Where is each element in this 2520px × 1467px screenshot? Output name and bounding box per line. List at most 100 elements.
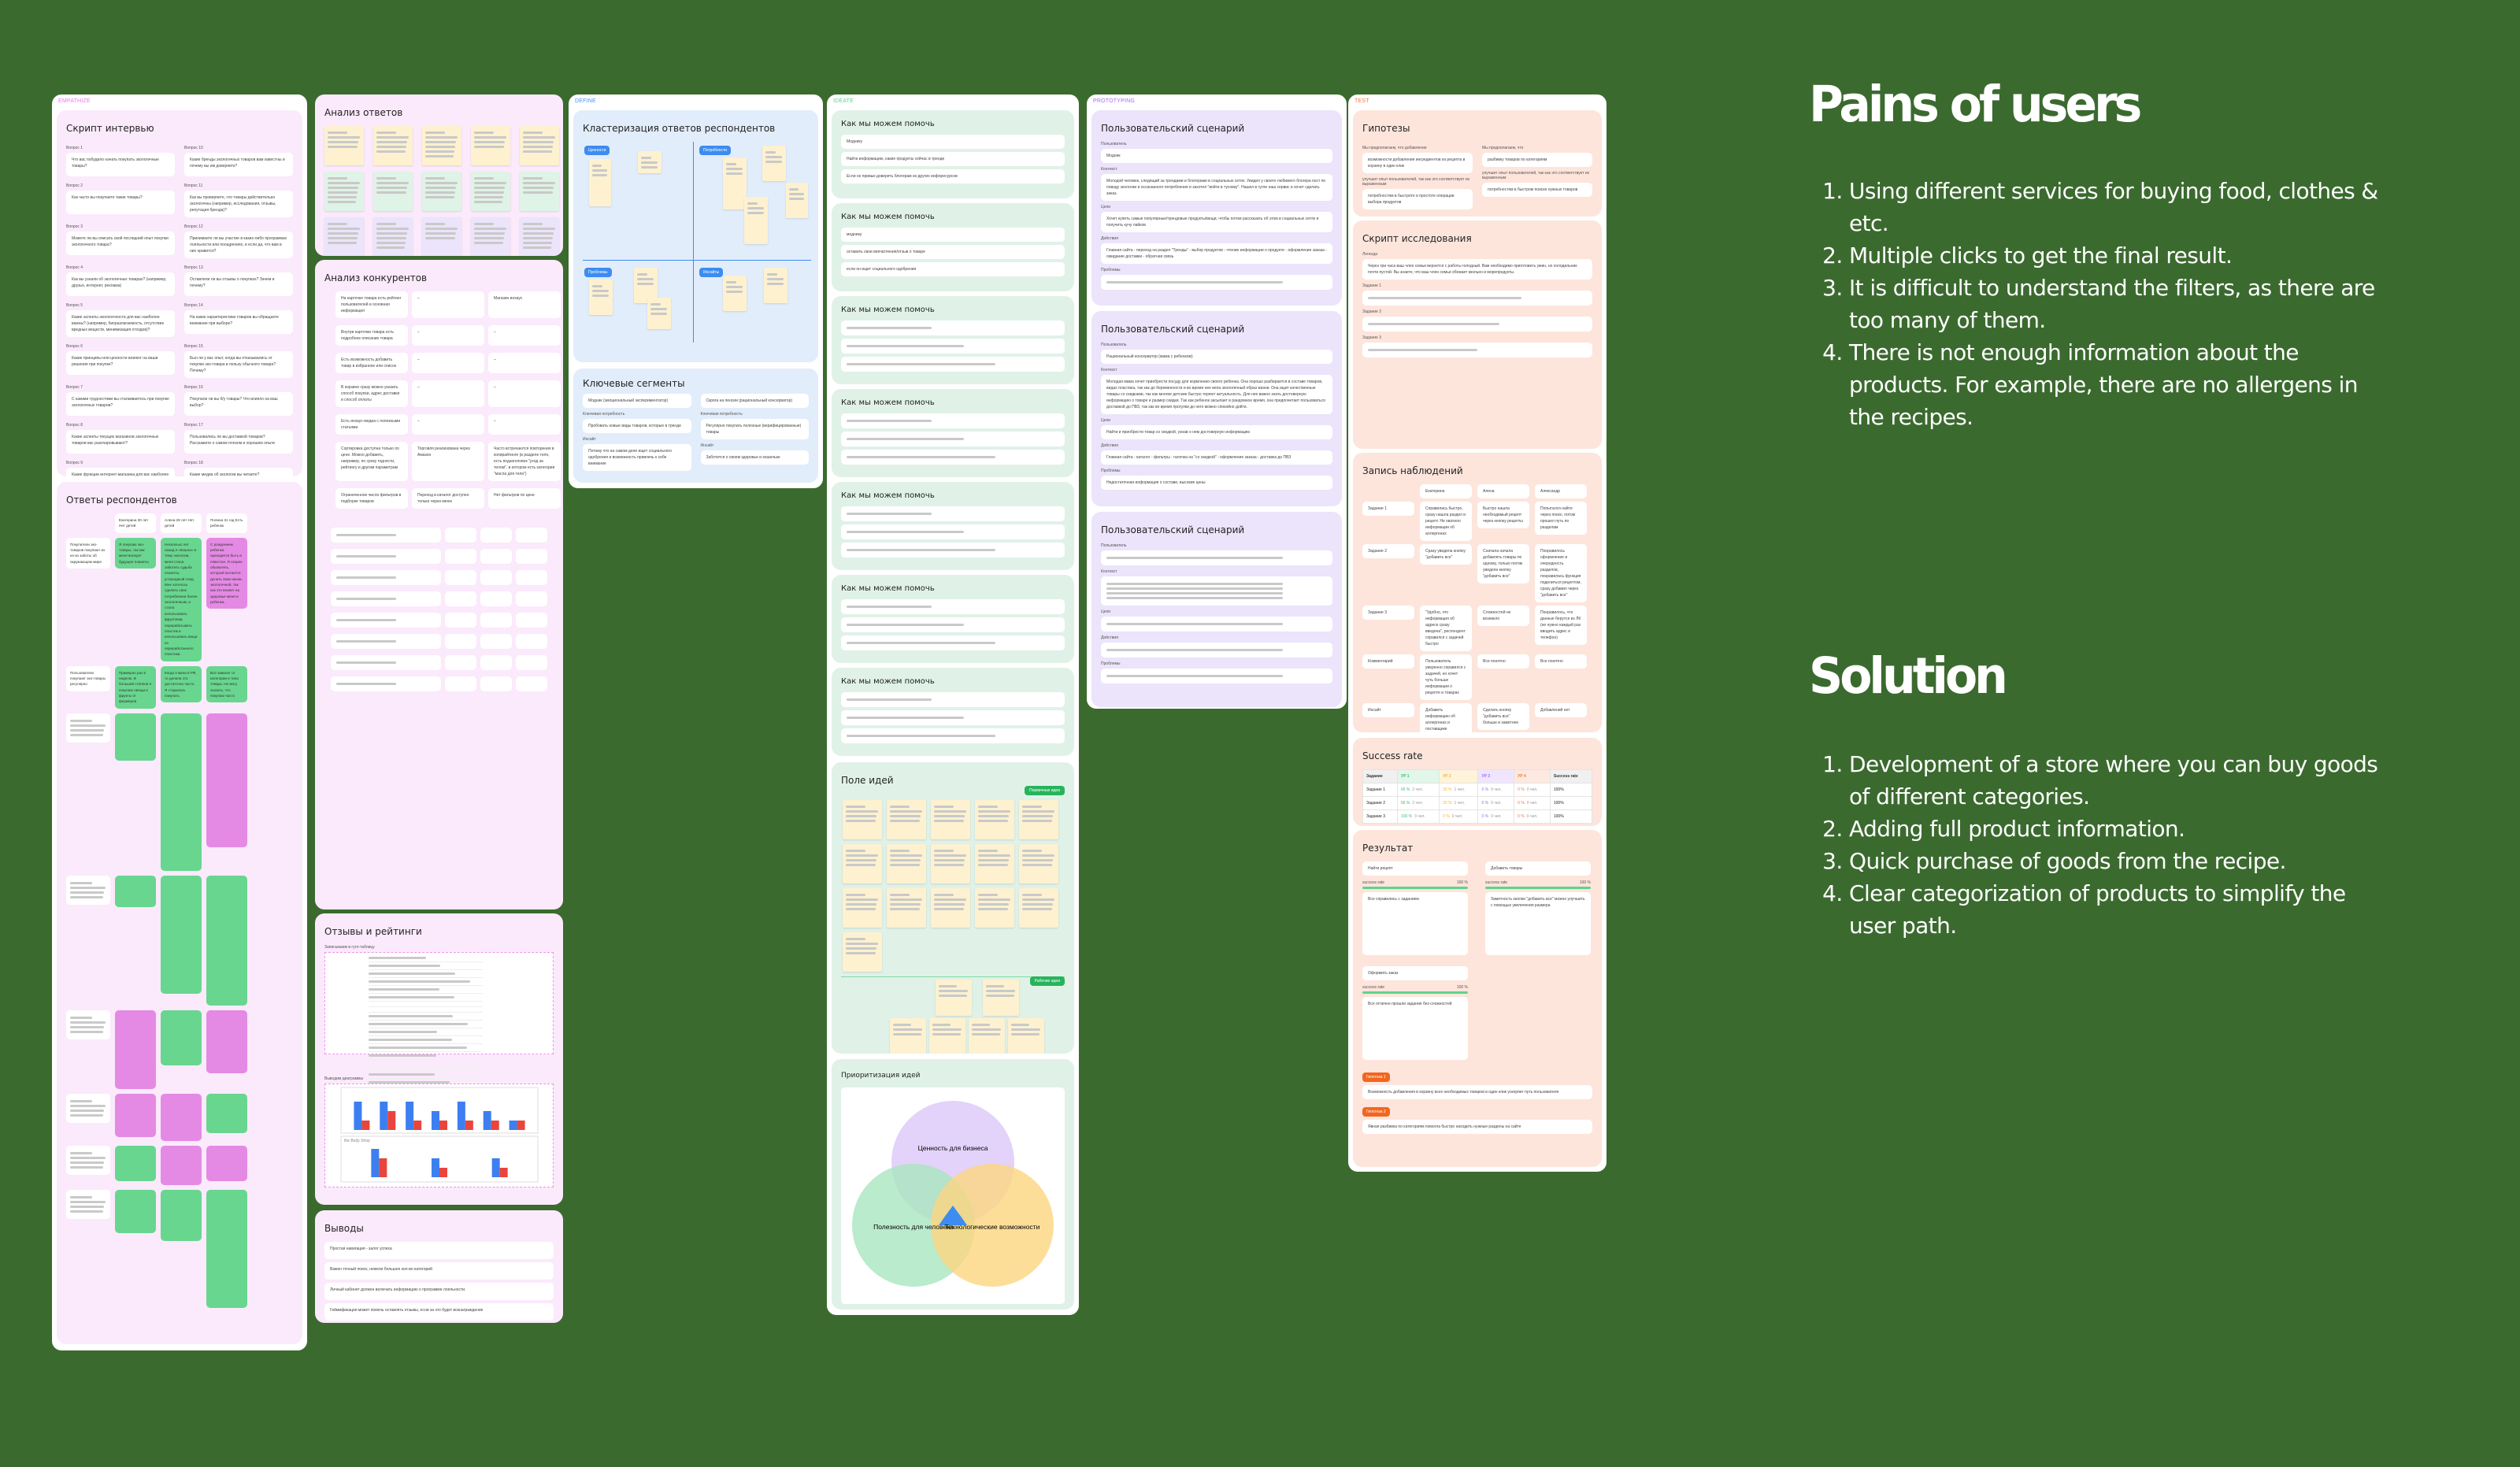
chart-bar xyxy=(483,1111,491,1130)
placeholder-line xyxy=(934,850,954,852)
cluster-tag: Потребности xyxy=(699,146,732,155)
how-might-we-item xyxy=(841,599,1065,614)
hypothesis-badge: Гипотеза 2 xyxy=(1362,1107,1390,1117)
idea-sticky xyxy=(843,844,882,884)
task-text xyxy=(1362,291,1592,306)
placeholder-line xyxy=(726,168,743,170)
answer-sticky xyxy=(471,217,510,256)
competitors-card: Анализ конкурентов На карточке товара ес… xyxy=(315,260,563,909)
placeholder-line xyxy=(523,136,555,139)
segments-card: Ключевые сегменты Модник (эмоциональный … xyxy=(573,369,818,483)
clustering-title: Кластеризация ответов респондентов xyxy=(583,123,776,134)
placeholder-line xyxy=(890,815,921,817)
result-note: Заметность кнопки "добавить все" можно у… xyxy=(1485,892,1591,955)
placeholder-line xyxy=(890,854,922,857)
placeholder-line xyxy=(474,141,506,143)
placeholder-line xyxy=(523,187,554,189)
success-rate-cell: 100% xyxy=(1549,796,1593,810)
sheet-row xyxy=(369,1002,483,1007)
question-label: Вопрос 16 xyxy=(184,385,203,390)
answer-cell xyxy=(115,1189,156,1233)
placeholder-line xyxy=(474,146,505,148)
answer-cell xyxy=(161,1189,202,1241)
idea-sticky xyxy=(843,800,882,839)
reviews-sheet xyxy=(324,952,554,1087)
task-text xyxy=(1362,343,1592,357)
scenario-field-value xyxy=(1101,669,1332,683)
question-label: Вопрос 9 xyxy=(66,461,83,465)
question-label: Вопрос 5 xyxy=(66,303,83,308)
placeholder-line xyxy=(376,182,409,184)
level-count: 0 чел. xyxy=(1526,787,1538,792)
how-might-we-item xyxy=(841,524,1065,539)
question-text: Как часто вы покупаете такие товары? xyxy=(66,191,175,214)
placeholder-line xyxy=(1022,850,1043,852)
placeholder-line xyxy=(70,1156,106,1159)
segments-list: Модник (эмоциональный экспериментатор)Кл… xyxy=(583,394,809,474)
placeholder-line xyxy=(972,1028,1001,1031)
placeholder-line xyxy=(934,908,965,910)
placeholder-line xyxy=(846,898,878,901)
competitor-cell: Нет фильтров по цене xyxy=(488,488,561,509)
placeholder-line xyxy=(1011,1024,1029,1026)
check-icon xyxy=(445,528,476,543)
sheet-row xyxy=(369,1015,483,1021)
competitor-cell: – xyxy=(412,414,484,435)
placeholder-line xyxy=(369,1023,469,1025)
hypothesis-cell xyxy=(66,875,110,905)
placeholder-line xyxy=(369,957,426,959)
feature-row xyxy=(331,676,554,695)
question-text: Принимаете ли вы участие в каких-либо пр… xyxy=(184,232,293,258)
placeholder-line xyxy=(846,850,866,852)
placeholder-line xyxy=(369,1039,452,1041)
placeholder-line xyxy=(986,990,1015,992)
reviews-charts: the Body Shop xyxy=(324,1084,554,1187)
idea-sticky xyxy=(931,844,970,884)
placeholder-line xyxy=(846,864,876,866)
idea-sticky xyxy=(843,888,882,928)
segment: Модник (эмоциональный экспериментатор)Кл… xyxy=(583,394,691,474)
observation-cell: Попытался найти через поиск, потом проше… xyxy=(1535,502,1587,535)
scenario-field-value xyxy=(1101,550,1332,565)
idea-sticky xyxy=(1019,888,1058,928)
question-label: Вопрос 6 xyxy=(66,344,83,349)
question-text: Пользовались ли вы доставкой товаров? Ра… xyxy=(184,430,293,454)
competitor-cell: – xyxy=(488,380,561,407)
question-label: Вопрос 7 xyxy=(66,385,83,390)
placeholder-line xyxy=(890,908,921,910)
chart-bar xyxy=(387,1111,396,1130)
placeholder-line xyxy=(765,161,782,163)
placeholder-line xyxy=(934,806,954,808)
answer-cell xyxy=(206,875,247,1006)
scenario-field-label: Цели xyxy=(1101,609,1111,614)
observation-cell: Понравилось, что данные берутся из ЛК (н… xyxy=(1535,606,1587,645)
placeholder-line xyxy=(847,363,995,365)
venn-label: Ценность для бизнеса xyxy=(918,1144,988,1152)
level-count: 0 чел. xyxy=(1526,801,1538,806)
placeholder-line xyxy=(328,132,348,134)
scenario-field-label: Действия xyxy=(1101,635,1118,640)
chart-bar xyxy=(517,1121,525,1130)
placeholder-line xyxy=(847,642,995,644)
placeholder-line xyxy=(376,146,407,148)
result-task: Добавить товары xyxy=(1485,861,1591,876)
placeholder-line xyxy=(637,283,654,285)
placeholder-line xyxy=(847,698,932,701)
competitor-cell: Магазин инхаус xyxy=(488,291,561,318)
segment-insight: Заботится о своем здоровье и кошельке xyxy=(700,450,809,465)
result-title: Результат xyxy=(1362,843,1414,854)
placeholder-line xyxy=(1106,583,1283,585)
question-text: Можете ли вы описать свой последний опыт… xyxy=(66,232,175,255)
how-might-we-title: Как мы можем помочь xyxy=(841,491,935,500)
placeholder-line xyxy=(376,187,408,189)
placeholder-line xyxy=(592,290,610,292)
placeholder-line xyxy=(376,132,397,134)
level-cell: 100 %3 чел. xyxy=(1396,809,1440,824)
